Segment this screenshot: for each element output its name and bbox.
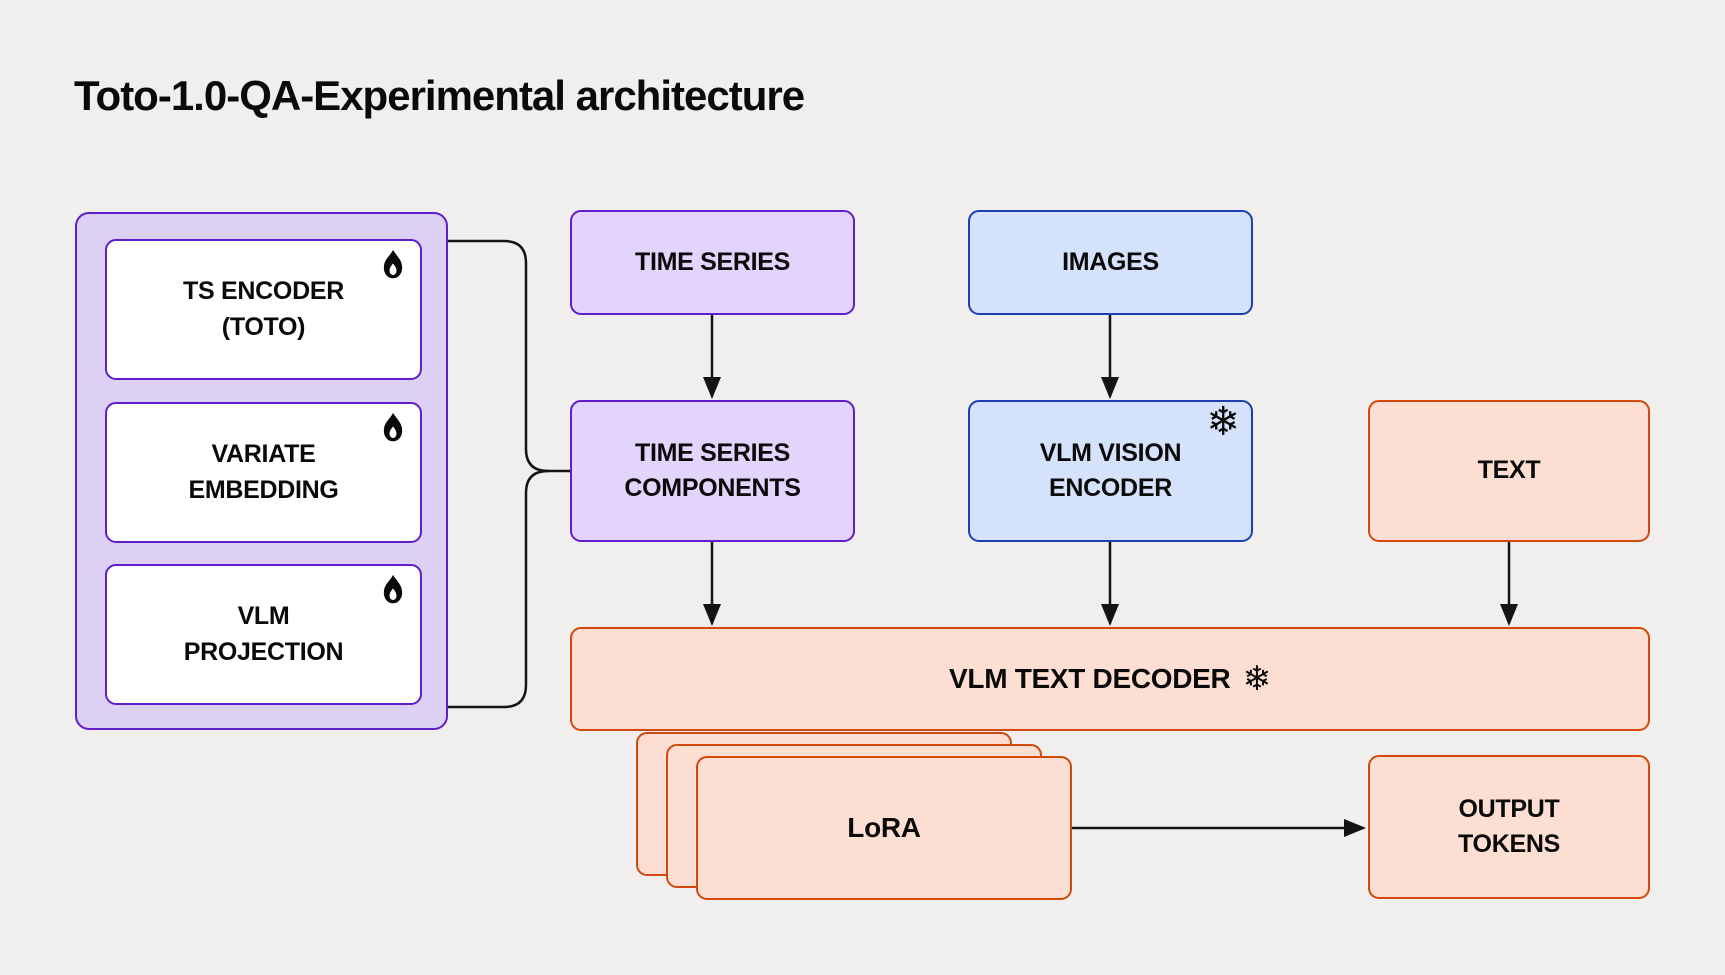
snowflake-icon: ❄ bbox=[1242, 659, 1271, 699]
node-time-series-components: TIME SERIES COMPONENTS bbox=[570, 400, 855, 542]
node-label: VLM VISION ENCODER bbox=[1039, 438, 1182, 503]
flame-icon bbox=[383, 412, 403, 442]
node-vlm-vision-encoder: ❄ VLM VISION ENCODER bbox=[968, 400, 1253, 542]
node-vlm-text-decoder: VLM TEXT DECODER ❄ bbox=[570, 627, 1650, 731]
node-label: VARIATE EMBEDDING bbox=[188, 440, 339, 504]
node-lora: LoRA bbox=[696, 756, 1072, 900]
node-output-tokens: OUTPUT TOKENS bbox=[1368, 755, 1650, 899]
node-label: VLM TEXT DECODER bbox=[949, 663, 1231, 695]
snowflake-icon: ❄ bbox=[1206, 399, 1240, 445]
diagram-title: Toto-1.0-QA-Experimental architecture bbox=[74, 72, 805, 119]
node-label: TEXT bbox=[1477, 456, 1541, 485]
node-label: TIME SERIES bbox=[634, 247, 791, 276]
node-label: VLM PROJECTION bbox=[183, 602, 344, 666]
node-variate-embedding: VARIATE EMBEDDING bbox=[105, 402, 422, 543]
flame-icon bbox=[383, 249, 403, 279]
node-label: IMAGES bbox=[1062, 247, 1159, 276]
node-time-series: TIME SERIES bbox=[570, 210, 855, 315]
brace-connector-top bbox=[444, 239, 574, 473]
trainable-modules-group: TS ENCODER (TOTO) VARIATE EMBEDDING VLM … bbox=[75, 212, 448, 730]
node-label: TIME SERIES COMPONENTS bbox=[624, 438, 801, 503]
flame-icon bbox=[383, 574, 403, 604]
node-label: OUTPUT TOKENS bbox=[1458, 794, 1560, 859]
node-label: LoRA bbox=[847, 812, 921, 844]
node-ts-encoder: TS ENCODER (TOTO) bbox=[105, 239, 422, 380]
brace-connector-bottom bbox=[444, 469, 550, 709]
node-text: TEXT bbox=[1368, 400, 1650, 542]
node-label: TS ENCODER (TOTO) bbox=[183, 277, 344, 341]
node-vlm-projection: VLM PROJECTION bbox=[105, 564, 422, 705]
node-images: IMAGES bbox=[968, 210, 1253, 315]
